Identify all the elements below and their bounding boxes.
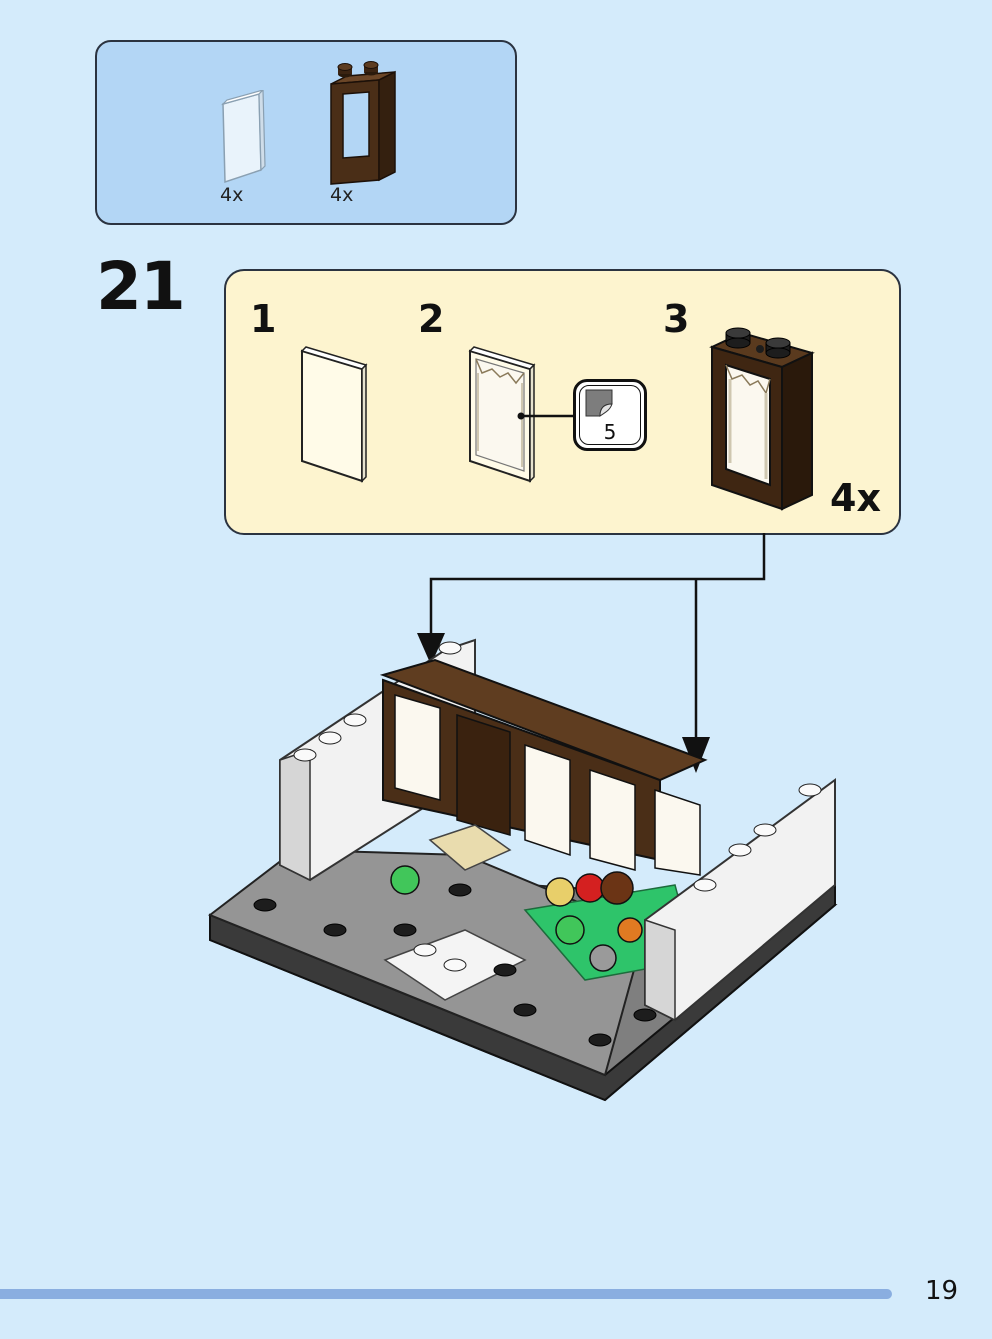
progress-bar (0, 1289, 892, 1299)
building-model-illustration (208, 638, 838, 1102)
sticker-badge: 5 (573, 379, 647, 451)
window-assembly-icon (709, 327, 815, 511)
glass-pane-icon (300, 346, 368, 483)
part-quantity: 4x (220, 184, 244, 206)
submodel-quantity: 4x (830, 476, 881, 520)
step-number: 21 (96, 248, 186, 325)
sticker-callout-line (517, 412, 578, 420)
part-quantity: 4x (330, 184, 354, 206)
sticker-icon (585, 389, 613, 417)
placement-arrows (417, 533, 766, 773)
substep-number: 3 (663, 297, 690, 341)
substep-number: 2 (418, 297, 445, 341)
submodel-callout-box: 1 2 3 5 (224, 269, 901, 535)
page-number: 19 (925, 1276, 959, 1306)
brown-window-frame-icon (330, 61, 396, 185)
sticker-number: 5 (603, 420, 617, 444)
parts-list-box: 4x 4x (95, 40, 517, 225)
transparent-glass-pane-icon (220, 90, 266, 184)
glass-pane-with-sticker-icon (468, 346, 536, 483)
substep-number: 1 (250, 297, 277, 341)
